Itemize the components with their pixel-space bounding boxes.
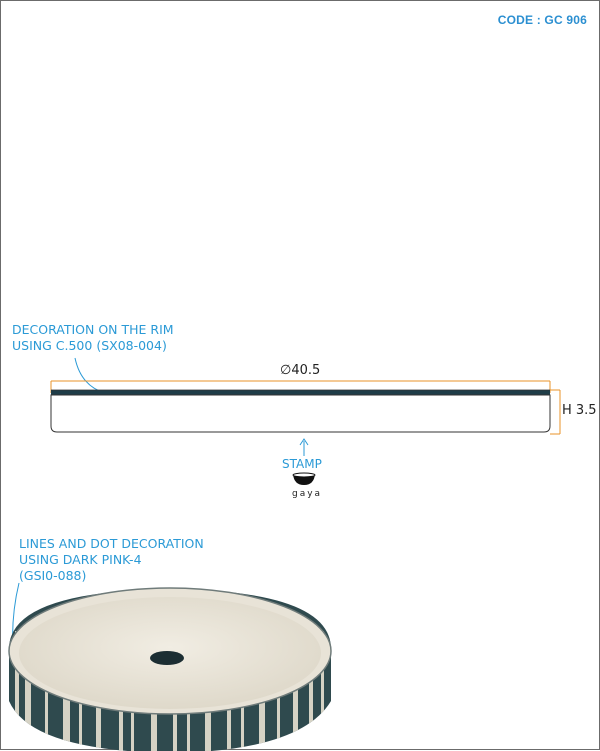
product-code: CODE : GC 906: [497, 13, 587, 27]
rim-leader-line: [74, 357, 106, 394]
rim-note-line1: DECORATION ON THE RIM: [12, 322, 174, 337]
plate-side-profile: [50, 394, 551, 433]
gaya-logo-rim: [292, 472, 316, 478]
gaya-logo-text: gaya: [292, 489, 323, 499]
rim-note: DECORATION ON THE RIM USING C.500 (SX08-…: [12, 322, 174, 354]
stamp-label: STAMP: [282, 457, 322, 471]
rim-decoration-band: [51, 390, 550, 395]
photo-note: LINES AND DOT DECORATION USING DARK PINK…: [19, 536, 204, 584]
plate-photo: [8, 587, 332, 751]
photo-note-line3: (GSI0-088): [19, 568, 87, 583]
photo-note-line2: USING DARK PINK-4: [19, 552, 142, 567]
height-label: H 3.5: [562, 403, 597, 418]
diameter-label: ∅40.5: [280, 363, 321, 378]
rim-note-line2: USING C.500 (SX08-004): [12, 338, 167, 353]
photo-note-line1: LINES AND DOT DECORATION: [19, 536, 204, 551]
center-dot: [150, 651, 184, 665]
stamp-arrow-head: [299, 438, 309, 446]
